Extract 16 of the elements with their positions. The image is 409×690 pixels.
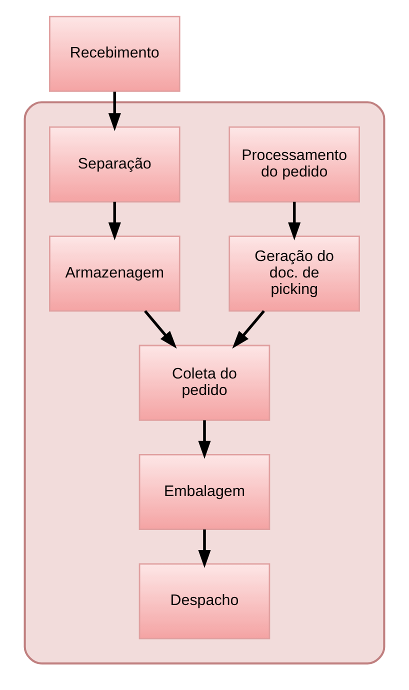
- node-box: Recebimento: [49, 15, 180, 92]
- node-box: Despacho: [138, 562, 270, 639]
- node-box: Embalagem: [138, 454, 270, 530]
- node-box: Geração do doc. de picking: [228, 235, 360, 312]
- arrow: [198, 528, 211, 568]
- arrow: [232, 310, 265, 348]
- arrow: [198, 420, 211, 458]
- arrow: [144, 310, 177, 348]
- arrow: [288, 201, 301, 240]
- node-box: Coleta do pedido: [138, 344, 270, 420]
- arrow: [108, 201, 121, 240]
- node-box: Armazenagem: [49, 235, 180, 312]
- node-box: Processamento do pedido: [228, 126, 360, 202]
- cluster: [24, 100, 386, 664]
- arrow: [108, 91, 121, 131]
- node-box: Separação: [49, 126, 180, 202]
